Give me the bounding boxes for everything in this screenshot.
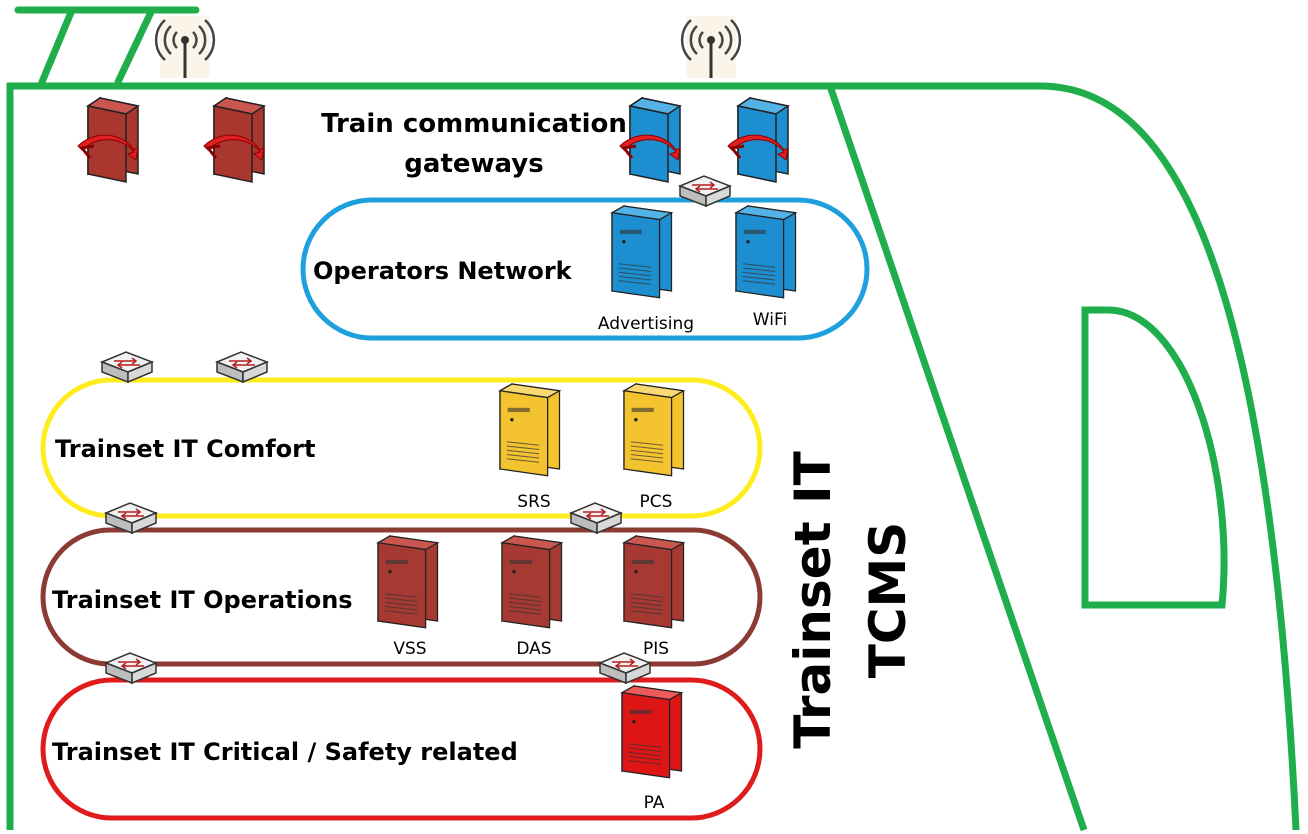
server-icon <box>735 205 797 299</box>
gateway-icon <box>618 96 682 184</box>
pantograph <box>14 6 200 86</box>
operators-network-label: Operators Network <box>313 257 573 285</box>
server-label-pis: PIS <box>643 639 669 659</box>
gateway-icon <box>726 96 790 184</box>
operations-zone <box>40 527 763 667</box>
trainset-it-vertical-label: Trainset IT <box>784 451 842 748</box>
server-icon <box>611 205 673 299</box>
server-label-das: DAS <box>516 639 551 659</box>
gateway-icon <box>202 96 266 184</box>
server-icon <box>621 685 683 779</box>
critical-label: Trainset IT Critical / Safety related <box>52 738 518 766</box>
server-label-wifi: WiFi <box>753 310 787 330</box>
tcms-vertical-label: TCMS <box>859 522 917 679</box>
server-label-advertising: Advertising <box>598 314 694 334</box>
server-icon <box>623 535 685 629</box>
comfort-label: Trainset IT Comfort <box>55 435 315 463</box>
cab-divider-line <box>826 84 1088 832</box>
cab-window <box>1081 306 1228 609</box>
gateways-title-line2: gateways <box>404 149 543 179</box>
critical-zone <box>40 677 763 821</box>
train-body-outline <box>6 82 1300 831</box>
server-label-pa: PA <box>644 793 665 813</box>
gateways-title-line1: Train communication <box>321 109 627 139</box>
comfort-zone <box>40 377 763 519</box>
server-label-srs: SRS <box>517 492 550 512</box>
antenna-icon <box>154 14 216 80</box>
server-icon <box>499 383 561 477</box>
antenna-icon <box>680 14 742 80</box>
server-icon <box>377 535 439 629</box>
server-label-pcs: PCS <box>640 492 673 512</box>
operators-network-zone <box>300 197 870 341</box>
gateway-icon <box>76 96 140 184</box>
server-icon <box>501 535 563 629</box>
server-icon <box>623 383 685 477</box>
operations-label: Trainset IT Operations <box>52 586 353 614</box>
server-label-vss: VSS <box>393 639 426 659</box>
